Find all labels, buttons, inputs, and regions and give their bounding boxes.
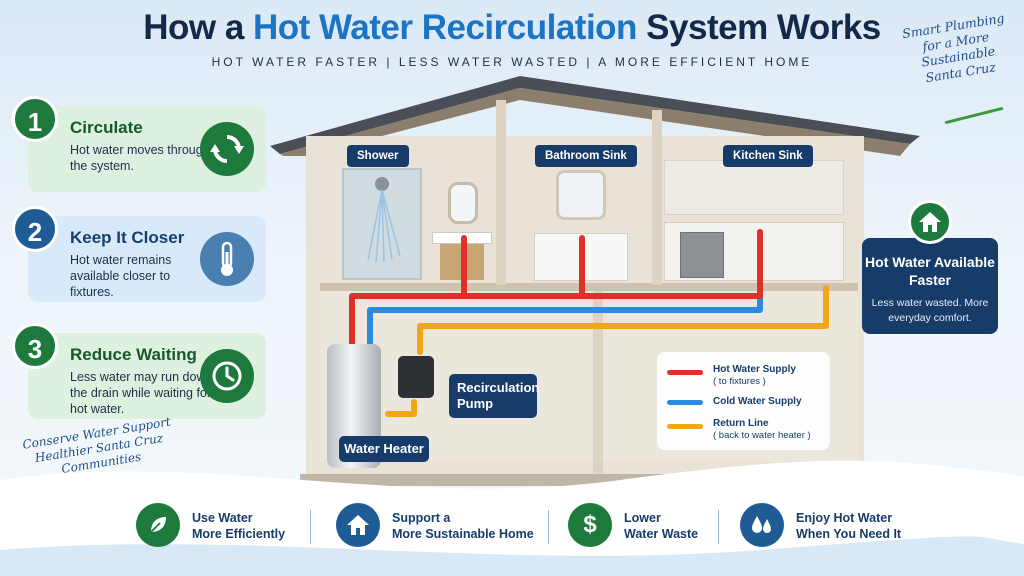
- benefit-divider: [548, 510, 549, 544]
- hot-water-faster-card: Hot Water Available Faster Less water wa…: [862, 238, 998, 334]
- house-roof: [270, 76, 920, 156]
- step-text: Hot water remains available closer to fi…: [70, 253, 172, 299]
- legend-return-swatch: [667, 424, 703, 429]
- step-number: 2: [12, 206, 58, 252]
- step-title: Keep It Closer: [70, 228, 185, 247]
- step-card-reduce-waiting: 3 Reduce Waiting Less water may run down…: [12, 323, 266, 419]
- step-number: 1: [12, 96, 58, 142]
- step-number: 3: [12, 323, 58, 369]
- room-divider: [652, 110, 662, 285]
- legend-cold-label: Cold Water Supply: [713, 396, 802, 407]
- shower-enclosure: [342, 168, 422, 280]
- floor-beam: [320, 283, 858, 291]
- circular-arrows-icon: [200, 122, 254, 176]
- benefit-divider: [718, 510, 719, 544]
- legend-hot-label: Hot Water Supply: [713, 364, 796, 375]
- legend-hot-sub: ( to fixtures ): [713, 376, 766, 387]
- legend-return-sub: ( back to water heater ): [713, 430, 811, 441]
- label-water-heater: Water Heater: [339, 436, 429, 462]
- bathroom-mirror-small: [448, 182, 478, 224]
- label-shower: Shower: [347, 145, 409, 167]
- label-kitchen-sink: Kitchen Sink: [723, 145, 813, 167]
- clock-icon: [200, 349, 254, 403]
- bathroom-mirror: [556, 170, 606, 220]
- basement-post: [593, 291, 603, 474]
- dishwasher: [680, 232, 724, 278]
- room-divider: [496, 100, 506, 285]
- step-card-circulate: 1 Circulate Hot water moves through the …: [12, 96, 266, 192]
- recirculation-pump-unit: [398, 356, 434, 398]
- legend-hot-swatch: [667, 370, 703, 375]
- home-icon: [908, 200, 952, 244]
- card-text: Less water wasted. More everyday comfort…: [871, 297, 989, 324]
- step-title: Reduce Waiting: [70, 345, 197, 364]
- benefit-divider: [310, 510, 311, 544]
- label-bathroom-sink: Bathroom Sink: [535, 145, 637, 167]
- home-icon: [336, 503, 380, 547]
- bottom-wave: [0, 460, 1024, 576]
- pipe-legend: Hot Water Supply ( to fixtures ) Cold Wa…: [657, 352, 830, 450]
- step-title: Circulate: [70, 118, 143, 137]
- thermometer-icon: [200, 232, 254, 286]
- step-text: Hot water moves through the system.: [70, 143, 210, 173]
- step-text: Less water may run down the drain while …: [70, 370, 213, 416]
- card-title: Hot Water Available Faster: [865, 254, 995, 288]
- kitchen-cabinets: [664, 160, 844, 215]
- label-recirculation-pump: Recirculation Pump: [449, 374, 539, 418]
- water-drops-icon: [740, 503, 784, 547]
- page-title: How a Hot Water Recirculation System Wor…: [143, 8, 881, 47]
- dollar-icon: $: [568, 503, 612, 547]
- legend-cold-swatch: [667, 400, 703, 405]
- leaf-icon: [136, 503, 180, 547]
- legend-return-label: Return Line: [713, 418, 769, 429]
- step-card-keep-closer: 2 Keep It Closer Hot water remains avail…: [12, 206, 266, 302]
- page-subtitle: HOT WATER FASTER | LESS WATER WASTED | A…: [211, 55, 813, 69]
